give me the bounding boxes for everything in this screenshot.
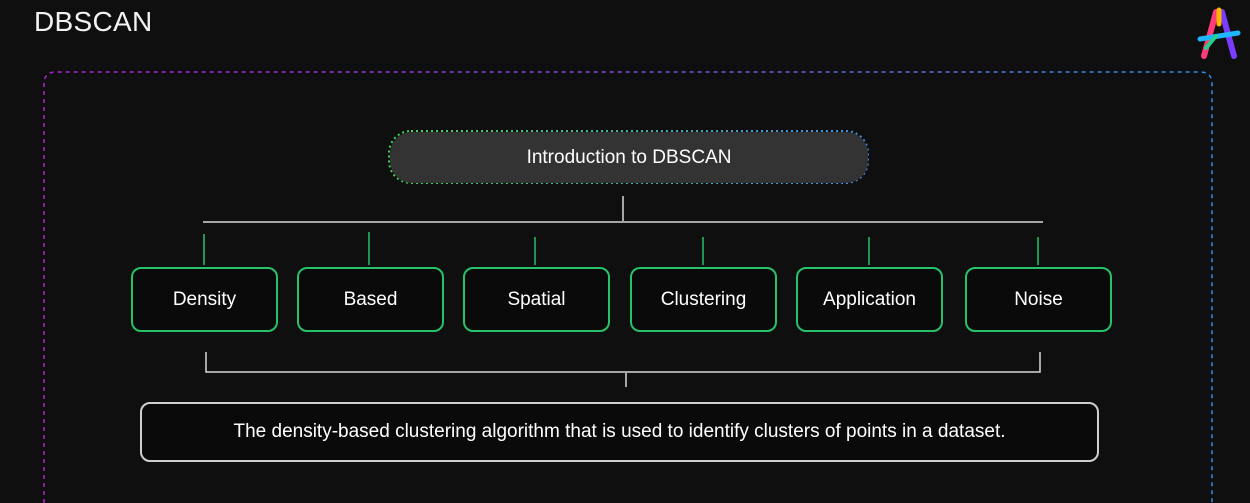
word-box-clustering: Clustering bbox=[630, 267, 777, 332]
root-node-border bbox=[388, 130, 869, 184]
word-box-based: Based bbox=[297, 267, 444, 332]
logo-icon bbox=[1197, 7, 1241, 59]
bottom-bracket bbox=[205, 352, 1041, 373]
definition-box: The density-based clustering algorithm t… bbox=[140, 402, 1099, 462]
word-box-density: Density bbox=[131, 267, 278, 332]
word-box-noise: Noise bbox=[965, 267, 1112, 332]
page-title: DBSCAN bbox=[34, 6, 153, 37]
word-box-spatial: Spatial bbox=[463, 267, 610, 332]
word-box-application: Application bbox=[796, 267, 943, 332]
outer-frame bbox=[43, 71, 1213, 503]
root-node: Introduction to DBSCAN bbox=[390, 132, 868, 183]
